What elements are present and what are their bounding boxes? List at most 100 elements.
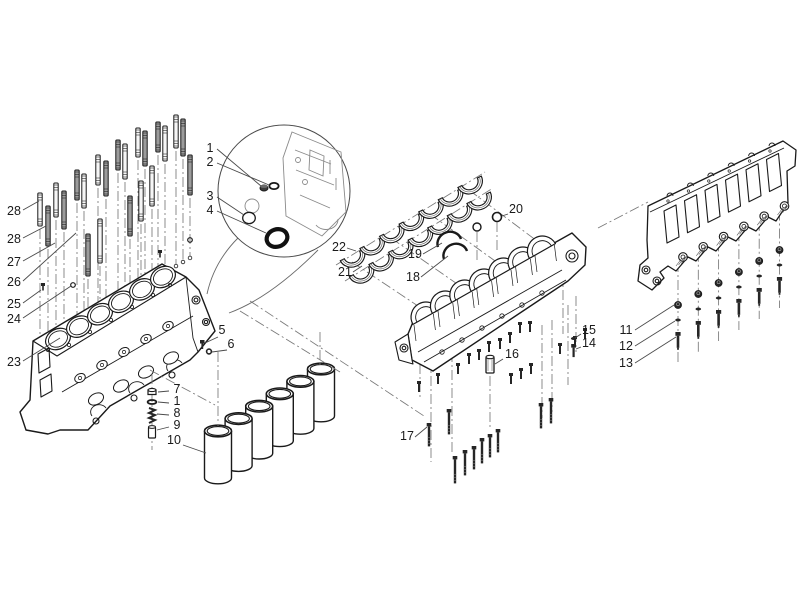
detail-circle <box>217 124 351 258</box>
callouts: 1234567189101112131415161718192021222324… <box>7 141 677 454</box>
leader-line <box>22 232 77 282</box>
shell-wall-line <box>381 225 403 241</box>
leader-line <box>634 336 677 364</box>
cylinder-block <box>19 263 216 435</box>
stud-body <box>173 114 179 149</box>
nut-face <box>716 280 721 285</box>
liner-rim-inner <box>289 376 312 387</box>
shell-wall-line <box>370 253 392 270</box>
callout-label: 28 <box>7 232 21 246</box>
bolt-long <box>548 398 554 424</box>
bolt-shaft <box>472 449 476 470</box>
bolt-head <box>736 299 742 303</box>
rear-boss-hole <box>193 297 199 303</box>
leader-line <box>422 242 443 255</box>
bolt-shaft <box>480 441 484 464</box>
callout-label: 1 <box>207 141 214 155</box>
thrust-washers <box>436 230 469 260</box>
bolt-shaft <box>737 302 741 315</box>
nut <box>735 268 743 276</box>
nut-face <box>737 269 741 274</box>
detail-view <box>206 124 351 314</box>
deck-hole <box>187 255 193 261</box>
bolt-head <box>498 338 502 341</box>
shell-wall-line <box>459 176 481 193</box>
bolt-head-14 <box>571 344 576 348</box>
stud-body <box>95 154 101 186</box>
callout-label: 3 <box>207 189 214 203</box>
dowel-shading <box>487 359 493 371</box>
bolt-head <box>462 450 468 454</box>
rear-seal-bore <box>565 249 579 263</box>
side-boss <box>74 372 86 384</box>
rail-tab <box>666 192 674 197</box>
bolt-short <box>467 353 471 364</box>
rail-hole <box>748 159 752 163</box>
bolt-head <box>426 423 432 427</box>
stud-body <box>138 180 144 222</box>
bulkhead-rib <box>530 244 557 276</box>
bulkhead-rib <box>413 310 441 342</box>
callout-label: 14 <box>582 336 596 350</box>
cylinder-bore-inner <box>69 317 89 336</box>
callout-label: 4 <box>207 203 214 217</box>
bolt-head <box>200 340 205 344</box>
stud <box>173 114 179 149</box>
side-boss-hole <box>166 324 170 328</box>
bolt-tip <box>697 336 700 339</box>
centerline <box>429 213 503 267</box>
bolt-short <box>558 343 562 354</box>
bolt-shaft <box>496 432 500 453</box>
bolt-long <box>446 409 452 435</box>
shell-wall-line <box>448 205 470 221</box>
liner-rim-inner <box>268 388 292 399</box>
deck-hole <box>150 292 155 297</box>
main-bearing-shells-lower <box>348 191 492 284</box>
ladder-frame-assembly <box>637 140 797 363</box>
crankcase-block <box>394 232 587 372</box>
gusset-hatch <box>721 235 729 244</box>
flange-boss <box>168 371 176 379</box>
callout-label: 25 <box>7 297 21 311</box>
pan-rail-hole <box>439 349 445 355</box>
bolt-short <box>498 338 502 349</box>
leader-line <box>501 213 509 217</box>
crankcase-bolts-short <box>417 321 587 392</box>
washer <box>756 274 762 278</box>
leader-line <box>494 358 504 365</box>
stud-body <box>53 182 59 218</box>
bolt-shaft <box>530 366 532 374</box>
frame-fasteners <box>674 246 784 350</box>
plug-top <box>147 387 157 393</box>
bolt-head <box>538 403 544 407</box>
gusset-hatch <box>698 246 706 255</box>
side-boss-hole <box>78 376 82 380</box>
centerline <box>390 237 464 289</box>
rail-hole <box>707 179 711 183</box>
callout-label: 2 <box>207 155 214 169</box>
cylinder-bore-inner <box>153 268 173 286</box>
stud <box>135 127 141 158</box>
shell-wall-line <box>400 213 422 229</box>
bolt-head <box>467 353 471 356</box>
nut <box>775 246 784 254</box>
bolt-head <box>756 288 762 292</box>
bolt-head <box>456 363 460 366</box>
oil-valve-stack <box>146 374 158 450</box>
callout-label: 26 <box>7 275 21 289</box>
bracket-boss-hole <box>654 278 660 284</box>
small-bolt-shaft <box>159 253 161 258</box>
bracket-boss <box>652 276 662 286</box>
stud-body <box>81 173 87 209</box>
stud-body <box>187 154 193 196</box>
frame-windows <box>663 152 783 244</box>
gusset-hatch <box>762 214 769 223</box>
cylinder-bore-inner <box>90 305 110 323</box>
bolt-shaft <box>559 346 561 354</box>
oring-small <box>472 222 482 232</box>
small-bolt-head <box>41 283 45 286</box>
rail-hole <box>727 169 731 173</box>
leader-line <box>211 349 228 353</box>
stud <box>53 182 59 218</box>
bolt-shaft <box>201 343 204 349</box>
